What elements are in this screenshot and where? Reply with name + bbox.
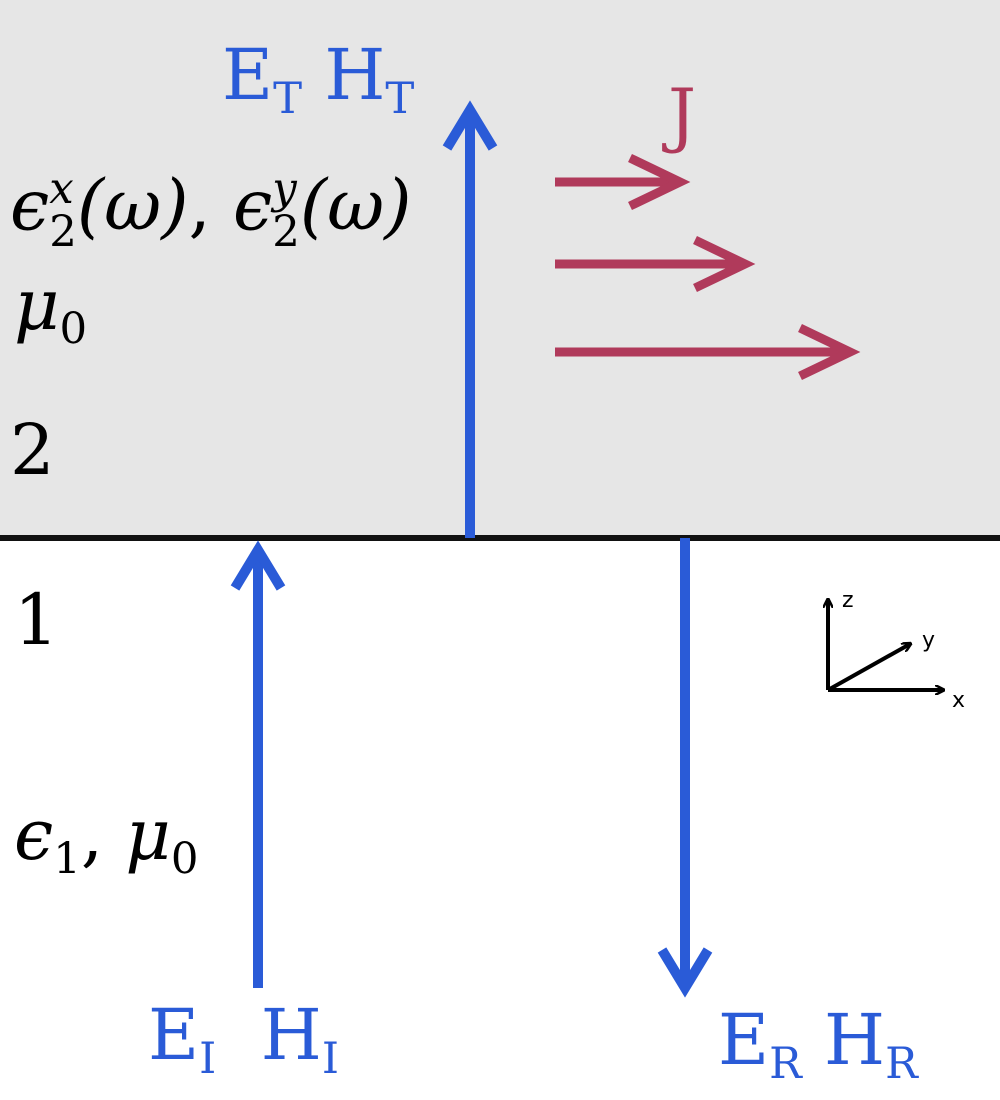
- current-arrow-3: [555, 323, 861, 381]
- axis-y: [827, 644, 910, 692]
- transmitted-label: ET HT: [222, 34, 415, 124]
- incident-label: EI HI: [148, 994, 339, 1084]
- region-2-number: 2: [10, 409, 55, 491]
- reflected-label: ER HR: [718, 999, 918, 1089]
- incident-arrow: [230, 540, 286, 988]
- reflected-arrow: [657, 538, 713, 998]
- current-arrow-2: [555, 235, 756, 293]
- region-2-fill: [0, 0, 1000, 538]
- region-2-permeability: μ0: [14, 264, 88, 354]
- axis-z-label: z: [842, 588, 854, 613]
- region-1-number: 1: [14, 579, 59, 661]
- axis-x-label: x: [952, 688, 966, 713]
- coordinate-axes: [828, 600, 943, 690]
- current-label: J: [668, 74, 697, 156]
- transmitted-arrow: [442, 100, 498, 538]
- current-arrow-1: [555, 153, 691, 211]
- axis-y-label: y: [922, 628, 936, 653]
- region-1-parameters: ϵ1, μ0: [14, 794, 199, 884]
